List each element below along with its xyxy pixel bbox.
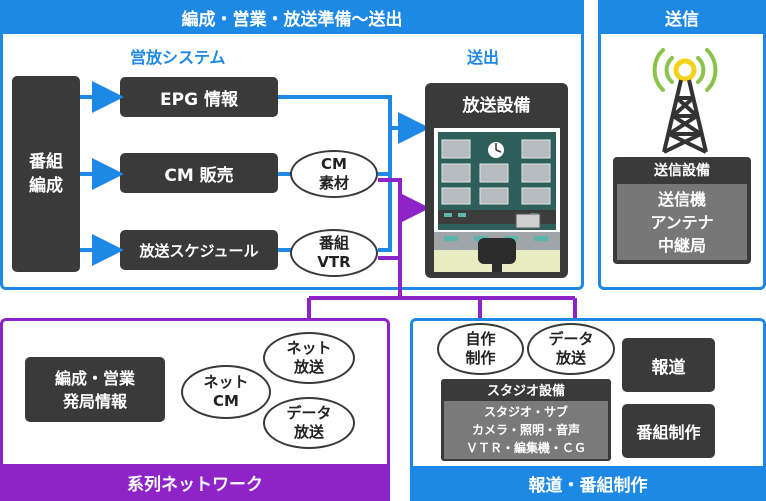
network-broadcast-ellipse: ネット 放送 <box>263 332 355 384</box>
cm-material-ellipse: CM 素材 <box>290 150 378 198</box>
program-production-box: 番組制作 <box>622 404 715 458</box>
panel-affiliate-network-title: 系列ネットワーク <box>0 464 390 501</box>
antenna-tower-icon <box>652 48 718 154</box>
scheduling-sales-info-box: 編成・営業 発局情報 <box>25 357 165 422</box>
panel-transmission-title: 送信 <box>598 0 766 34</box>
transmission-facility-items: 送信機 アンテナ 中継局 <box>617 184 747 260</box>
data-broadcast-ellipse-right: データ 放送 <box>527 323 615 375</box>
network-cm-ellipse: ネット CM <box>181 365 271 419</box>
program-scheduling-box: 番組 編成 <box>12 76 80 272</box>
studio-facility-items: スタジオ・サブ カメラ・照明・音声 ＶＴＲ・編集機・ＣＧ <box>444 401 608 459</box>
cm-sales-box: CM 販売 <box>120 153 278 193</box>
transmission-facility-title: 送信設備 <box>654 163 710 179</box>
news-box: 報道 <box>622 338 715 392</box>
broadcast-schedule-box: 放送スケジュール <box>120 230 278 270</box>
subsection-label-eiho-system: 営放システム <box>130 48 226 67</box>
self-production-ellipse: 自作 制作 <box>437 323 524 375</box>
panel-news-production-title: 報道・番組制作 <box>410 466 766 501</box>
subsection-label-soshutsu: 送出 <box>467 48 500 67</box>
studio-facility-box: スタジオ設備 スタジオ・サブ カメラ・照明・音声 ＶＴＲ・編集機・ＣＧ <box>441 379 611 461</box>
panel-broadcast-prep-title: 編成・営業・放送準備〜送出 <box>0 0 584 34</box>
epg-info-box: EPG 情報 <box>120 77 278 117</box>
program-vtr-ellipse: 番組 VTR <box>290 229 378 277</box>
data-broadcast-ellipse-left: データ 放送 <box>263 397 355 449</box>
transmission-facility-box: 送信設備 送信機 アンテナ 中継局 <box>613 157 751 264</box>
broadcast-facility-title: 放送設備 <box>462 96 531 116</box>
control-room-illustration <box>434 128 560 272</box>
studio-facility-title: スタジオ設備 <box>486 384 565 399</box>
